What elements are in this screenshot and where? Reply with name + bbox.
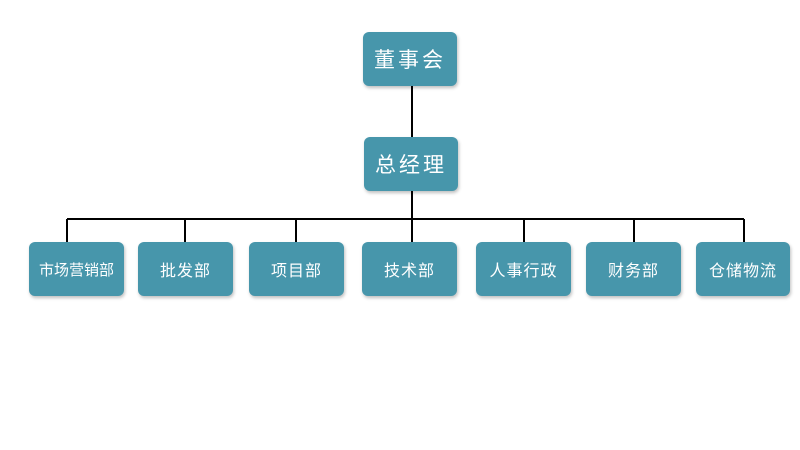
department-label: 批发部 [159, 261, 211, 280]
department-node-logistics: 仓储物流 [696, 242, 790, 296]
department-label: 市场营销部 [38, 260, 114, 279]
department-label: 财务部 [607, 261, 659, 280]
department-node-projects: 项目部 [249, 242, 344, 296]
department-label: 项目部 [270, 261, 322, 280]
department-label: 仓储物流 [708, 261, 777, 280]
department-node-finance: 财务部 [586, 242, 681, 296]
general-manager-node: 总经理 [364, 137, 458, 191]
board-node: 董事会 [363, 32, 457, 86]
board-label: 董事会 [374, 48, 446, 72]
general-manager-label: 总经理 [375, 153, 447, 177]
department-node-wholesale: 批发部 [138, 242, 233, 296]
department-label: 人事行政 [489, 261, 558, 280]
department-node-hr-admin: 人事行政 [476, 242, 571, 296]
department-node-marketing: 市场营销部 [29, 242, 124, 296]
department-node-tech: 技术部 [362, 242, 457, 296]
department-label: 技术部 [383, 261, 435, 280]
